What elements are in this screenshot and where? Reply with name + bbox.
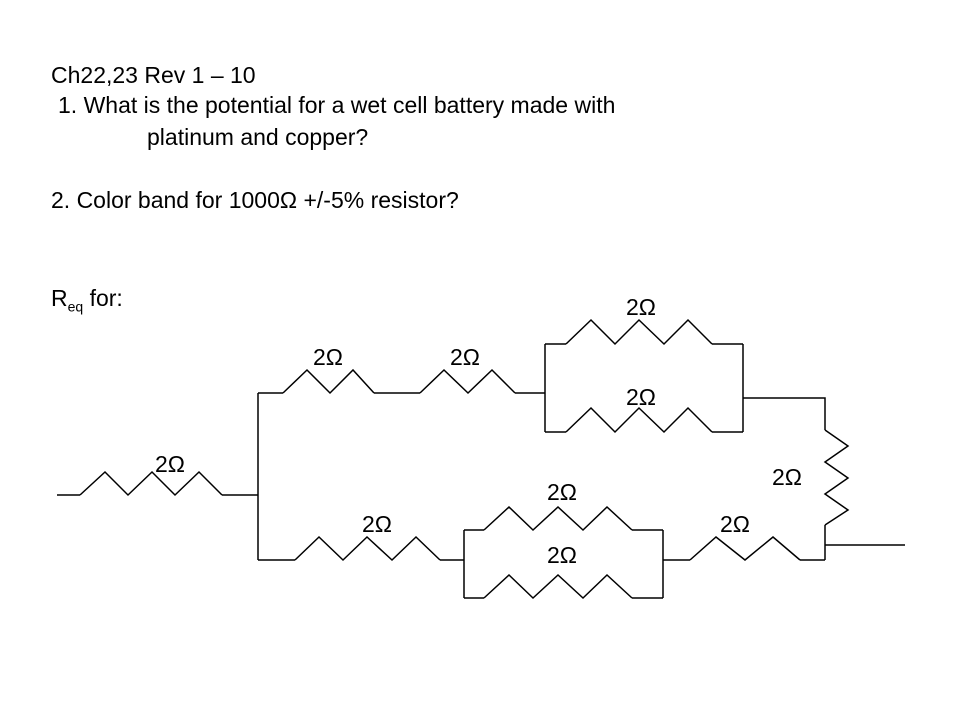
req-suffix: for: (83, 285, 123, 311)
circuit-labels: 2Ω 2Ω 2Ω 2Ω 2Ω 2Ω 2Ω 2Ω 2Ω 2Ω (155, 294, 802, 568)
question-1-line-1: 1. What is the potential for a wet cell … (58, 92, 616, 118)
resistor-upper-parallel-bottom-zigzag (565, 406, 713, 434)
resistor-upper-1-zigzag (282, 368, 375, 395)
circuit-wires (57, 343, 905, 599)
resistor-upper-2-zigzag (419, 368, 516, 395)
resistor-lower-parallel-top-label: 2Ω (547, 479, 577, 505)
question-1-line-2: platinum and copper? (147, 124, 369, 150)
resistor-lower-1-label: 2Ω (362, 511, 392, 537)
wire-to-right-vertical (743, 397, 826, 430)
resistor-lower-parallel-bottom-label: 2Ω (547, 542, 577, 568)
resistor-right-vertical-zigzag (823, 429, 850, 526)
question-2: 2. Color band for 1000Ω +/-5% resistor? (51, 187, 459, 213)
resistor-upper-parallel-bottom-label: 2Ω (626, 384, 656, 410)
req-label: Req for: (51, 285, 123, 320)
resistor-upper-parallel-top-zigzag (565, 318, 713, 346)
resistor-upper-2-label: 2Ω (450, 344, 480, 370)
resistor-lower-2-label: 2Ω (720, 511, 750, 537)
resistor-lower-1-zigzag (294, 535, 441, 562)
circuit-resistors (79, 318, 850, 600)
resistor-lower-parallel-top-zigzag (483, 505, 633, 532)
resistor-upper-1-label: 2Ω (313, 344, 343, 370)
resistor-right-vertical-label: 2Ω (772, 464, 802, 490)
resistor-upper-parallel-top-label: 2Ω (626, 294, 656, 320)
resistor-lower-parallel-bottom-zigzag (483, 573, 633, 600)
resistor-lower-2-zigzag (689, 536, 801, 561)
req-symbol: R (51, 285, 68, 311)
page-title: Ch22,23 Rev 1 – 10 (51, 62, 256, 88)
resistor-input-label: 2Ω (155, 451, 185, 477)
req-subscript: eq (67, 298, 84, 315)
resistor-input-zigzag (79, 470, 223, 497)
